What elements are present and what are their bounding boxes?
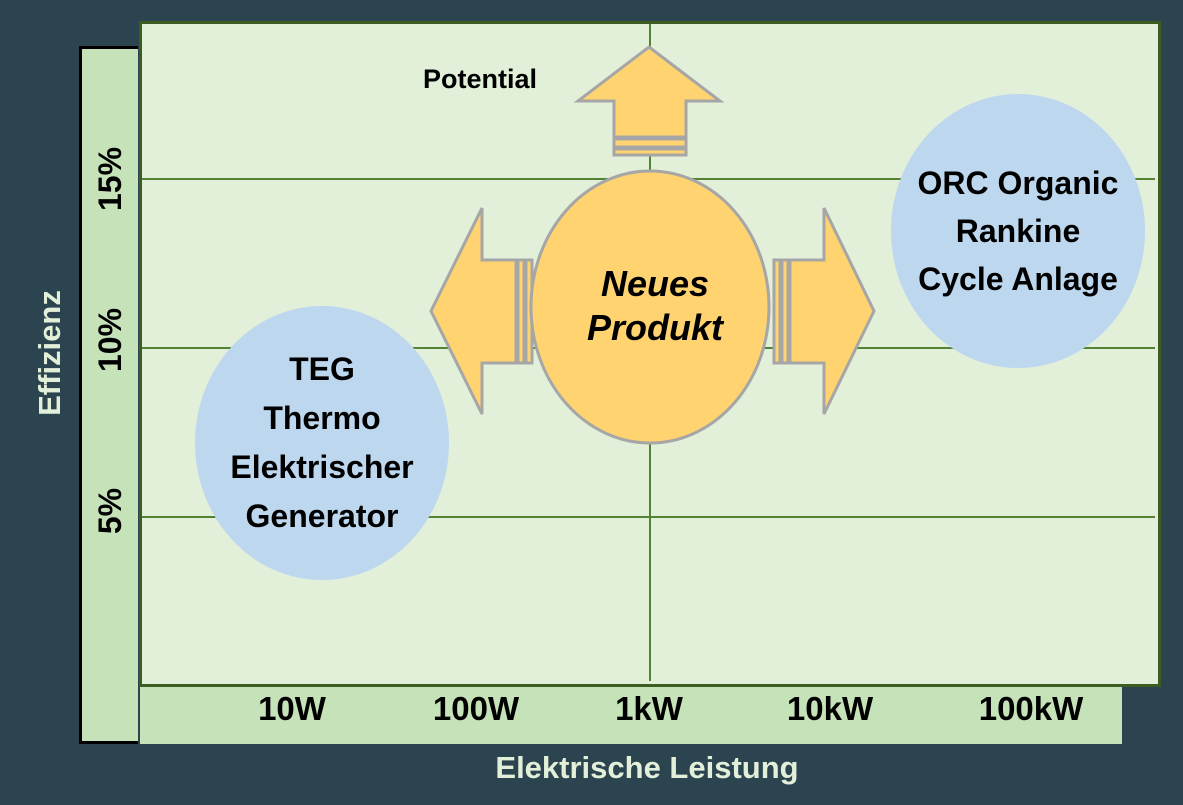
teg-line: Thermo [263, 400, 381, 436]
left-arrow-stripe [516, 258, 526, 365]
new-product-circle [529, 169, 771, 445]
right-arrow [788, 207, 876, 415]
y-tick-5: 5% [91, 487, 128, 535]
x-tick-1kw: 1kW [615, 690, 683, 727]
left-arrow [429, 207, 518, 415]
orc-line: ORC Organic [917, 165, 1119, 201]
up-arrow [573, 45, 725, 139]
x-tick-100kw: 100kW [978, 690, 1084, 727]
y-tick-10: 10% [91, 307, 128, 373]
potential-label: Potential [422, 64, 537, 94]
right-arrow-stripe [772, 258, 782, 365]
teg-line: TEG [289, 351, 355, 387]
teg-line: Elektrischer [230, 449, 414, 485]
y-axis-strip [79, 46, 138, 744]
orc-line: Rankine [955, 213, 1081, 249]
teg-bubble [195, 306, 449, 580]
up-arrow-stripe [612, 147, 688, 157]
orc-label: ORC Organic Rankine Cycle Anlage [891, 159, 1145, 303]
teg-label: TEG Thermo Elektrischer Generator [195, 345, 449, 541]
new-product-label: Neues Produkt [540, 262, 770, 350]
up-arrow-stripe [612, 137, 688, 149]
orc-bubble [891, 94, 1145, 368]
orc-line: Cycle Anlage [918, 261, 1118, 297]
x-tick-10w: 10W [258, 690, 326, 727]
new-product-line: Neues [600, 263, 710, 304]
x-axis-title: Elektrische Leistung [495, 750, 799, 785]
x-tick-100w: 100W [432, 690, 520, 727]
right-arrow-stripe [780, 258, 790, 365]
x-tick-10kw: 10kW [786, 690, 874, 727]
teg-line: Generator [245, 498, 399, 534]
y-axis-title: Effizienz [32, 290, 67, 416]
new-product-line: Produkt [586, 307, 723, 348]
x-axis-strip [140, 684, 1122, 744]
y-tick-15: 15% [91, 146, 128, 212]
